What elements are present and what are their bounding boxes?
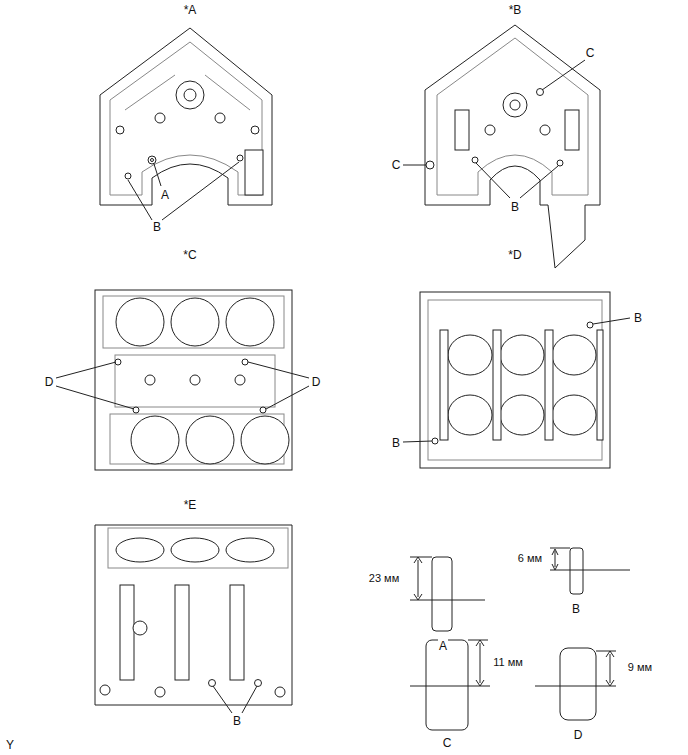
dimension: 6 мм — [517, 551, 543, 565]
dimension: 11 мм — [492, 655, 524, 669]
view-label: *C — [182, 248, 197, 262]
dimension: 23 мм — [368, 571, 400, 585]
callout-letter: B — [633, 311, 643, 325]
callout-letter: D — [311, 375, 322, 389]
callout-letter: B — [510, 200, 520, 214]
callout-letter: B — [391, 436, 401, 450]
view-label: *D — [507, 248, 522, 262]
figure-id: Y — [5, 738, 15, 752]
view-label: *A — [183, 3, 198, 17]
view-label: *E — [183, 498, 198, 512]
dimension: 9 мм — [627, 660, 653, 674]
pin-label: A — [438, 639, 448, 653]
view-label: *B — [508, 3, 523, 17]
pin-label: C — [442, 736, 453, 750]
pin-label: D — [573, 728, 584, 742]
callout-letter: D — [44, 375, 55, 389]
callout-letter: B — [232, 714, 242, 728]
callout-letter: B — [152, 220, 162, 234]
callout-letter: A — [160, 188, 170, 202]
callout-letter: C — [585, 46, 596, 60]
callout-letter: C — [391, 158, 402, 172]
pin-label: B — [571, 602, 581, 616]
